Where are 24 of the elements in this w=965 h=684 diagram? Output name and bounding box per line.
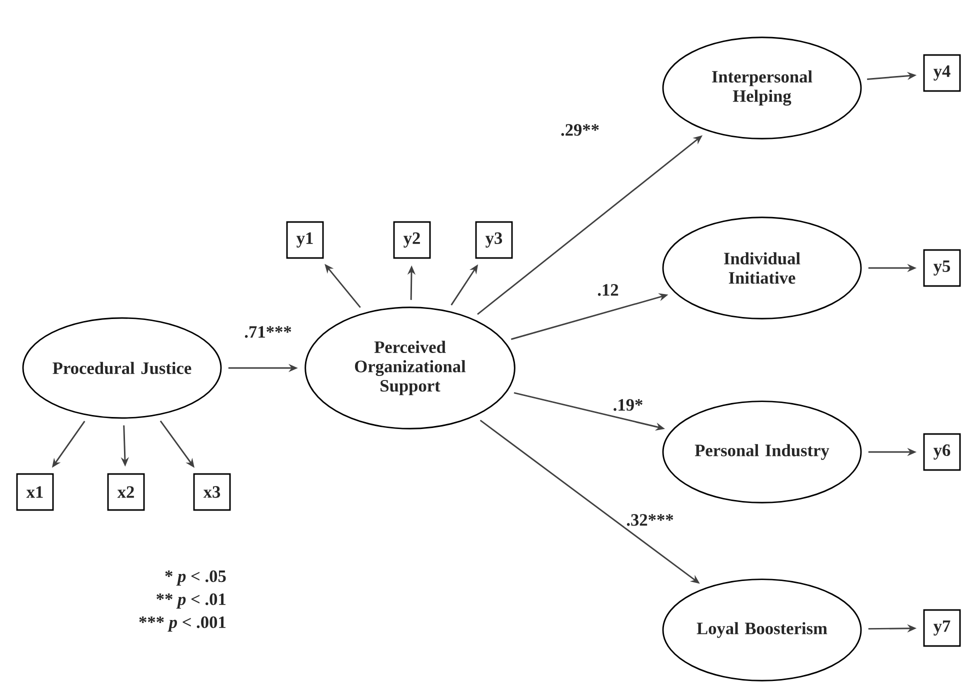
ellipse-node: Individual Initiative (662, 216, 862, 320)
edge-label: .29** (559, 122, 601, 138)
edge-label: .71*** (242, 324, 294, 340)
edge-label: .32*** (624, 512, 676, 528)
edge-label: .12 (596, 282, 620, 298)
edge-label: .19* (612, 398, 644, 412)
significance-note: ** p < .01 (156, 593, 226, 609)
ellipse-node: Procedural Justice (22, 317, 222, 419)
indicator-box: x1 (16, 473, 54, 511)
indicator-box: y2 (393, 221, 431, 259)
ellipse-node: Interpersonal Helping (662, 36, 862, 140)
significance-note: *** p < .001 (139, 616, 226, 632)
indicator-box: y1 (286, 221, 324, 259)
indicator-box: x2 (107, 473, 145, 511)
significance-note: *p < .05 (165, 570, 226, 586)
indicator-box: y3 (475, 221, 513, 259)
ellipse-node: Perceived Organizational Support (304, 306, 516, 430)
indicator-box: y4 (923, 54, 961, 92)
ellipse-node: Loyal Boosterism (662, 578, 862, 682)
indicator-box: y6 (923, 433, 961, 471)
indicator-box: y7 (923, 609, 961, 647)
indicator-box: x3 (193, 473, 231, 511)
indicator-box: y5 (923, 249, 961, 287)
ellipse-node: Personal Industry (662, 400, 862, 504)
